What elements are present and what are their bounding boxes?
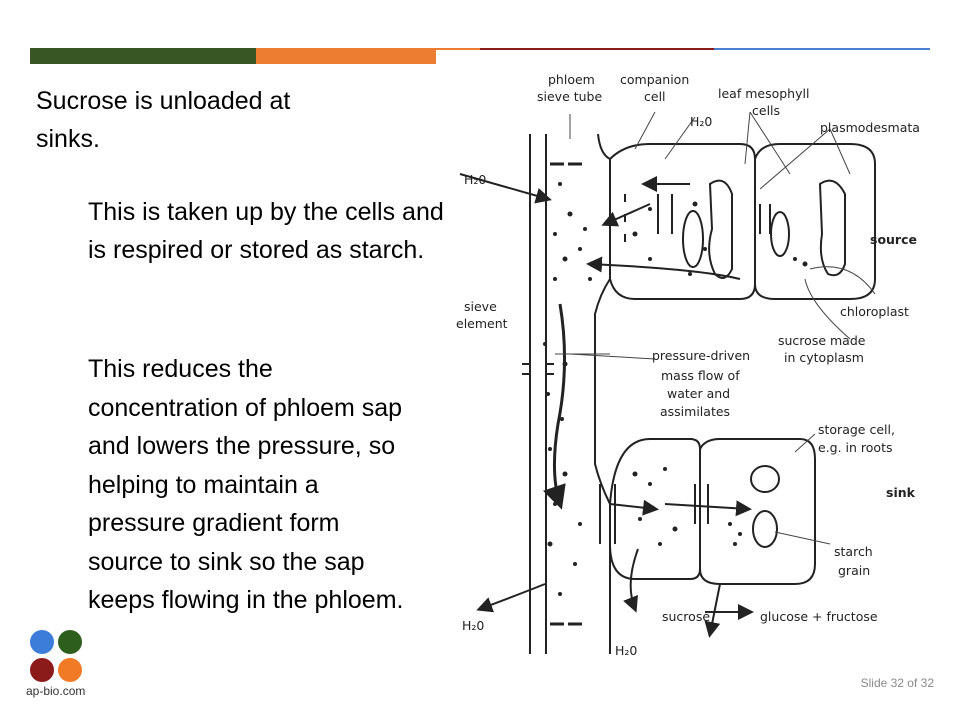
label-h2o-top: H₂0: [690, 114, 712, 129]
label-glucose-fructose: glucose + fructose: [760, 609, 878, 624]
label-h2o-bottom: H₂0: [615, 643, 637, 658]
label-leaf-mesophyll: leaf mesophyll: [718, 86, 809, 101]
label-storage-cell: storage cell,: [818, 422, 895, 437]
header-line-orange: [436, 48, 480, 50]
label-chloroplast: chloroplast: [840, 304, 909, 319]
header-line-red: [480, 48, 714, 50]
label-h2o-bottom-left: H₂0: [462, 618, 484, 633]
slide-number: Slide 32 of 32: [860, 676, 934, 690]
label-companion: companion: [620, 72, 689, 87]
label-sucrose: sucrose: [662, 609, 710, 624]
label-element: element: [456, 316, 508, 331]
label-cells: cells: [752, 103, 780, 118]
label-pressure-driven: pressure-driven: [652, 348, 750, 363]
header-line-blue: [714, 48, 930, 50]
body-paragraph-1: This is taken up by the cells and is res…: [88, 198, 444, 264]
label-sieve-tube: sieve tube: [537, 89, 602, 104]
phloem-translocation-diagram: phloem sieve tube companion cell leaf me…: [456, 72, 920, 658]
label-water-and: water and: [667, 386, 730, 401]
header-bar-green: [30, 48, 256, 64]
ap-bio-logo-icon: [30, 630, 82, 682]
label-grain: grain: [838, 563, 870, 578]
label-h2o-left: H₂0: [464, 172, 486, 187]
body-paragraph-2: This reduces the concentration of phloem…: [88, 355, 404, 614]
label-cell: cell: [644, 89, 666, 104]
label-sink: sink: [886, 485, 916, 500]
label-source: source: [870, 232, 917, 247]
label-in-cytoplasm: in cytoplasm: [784, 350, 864, 365]
label-sucrose-made: sucrose made: [778, 333, 866, 348]
label-assimilates: assimilates: [660, 404, 730, 419]
label-starch: starch: [834, 544, 873, 559]
logo-text: ap-bio.com: [26, 684, 86, 698]
slide-title: Sucrose is unloaded at sinks.: [36, 87, 291, 153]
header-bar-orange: [256, 48, 436, 64]
label-plasmodesmata: plasmodesmata: [820, 120, 920, 135]
label-phloem: phloem: [548, 72, 595, 87]
label-mass-flow: mass flow of: [661, 368, 740, 383]
label-sieve: sieve: [464, 299, 497, 314]
label-in-roots: e.g. in roots: [818, 440, 893, 455]
